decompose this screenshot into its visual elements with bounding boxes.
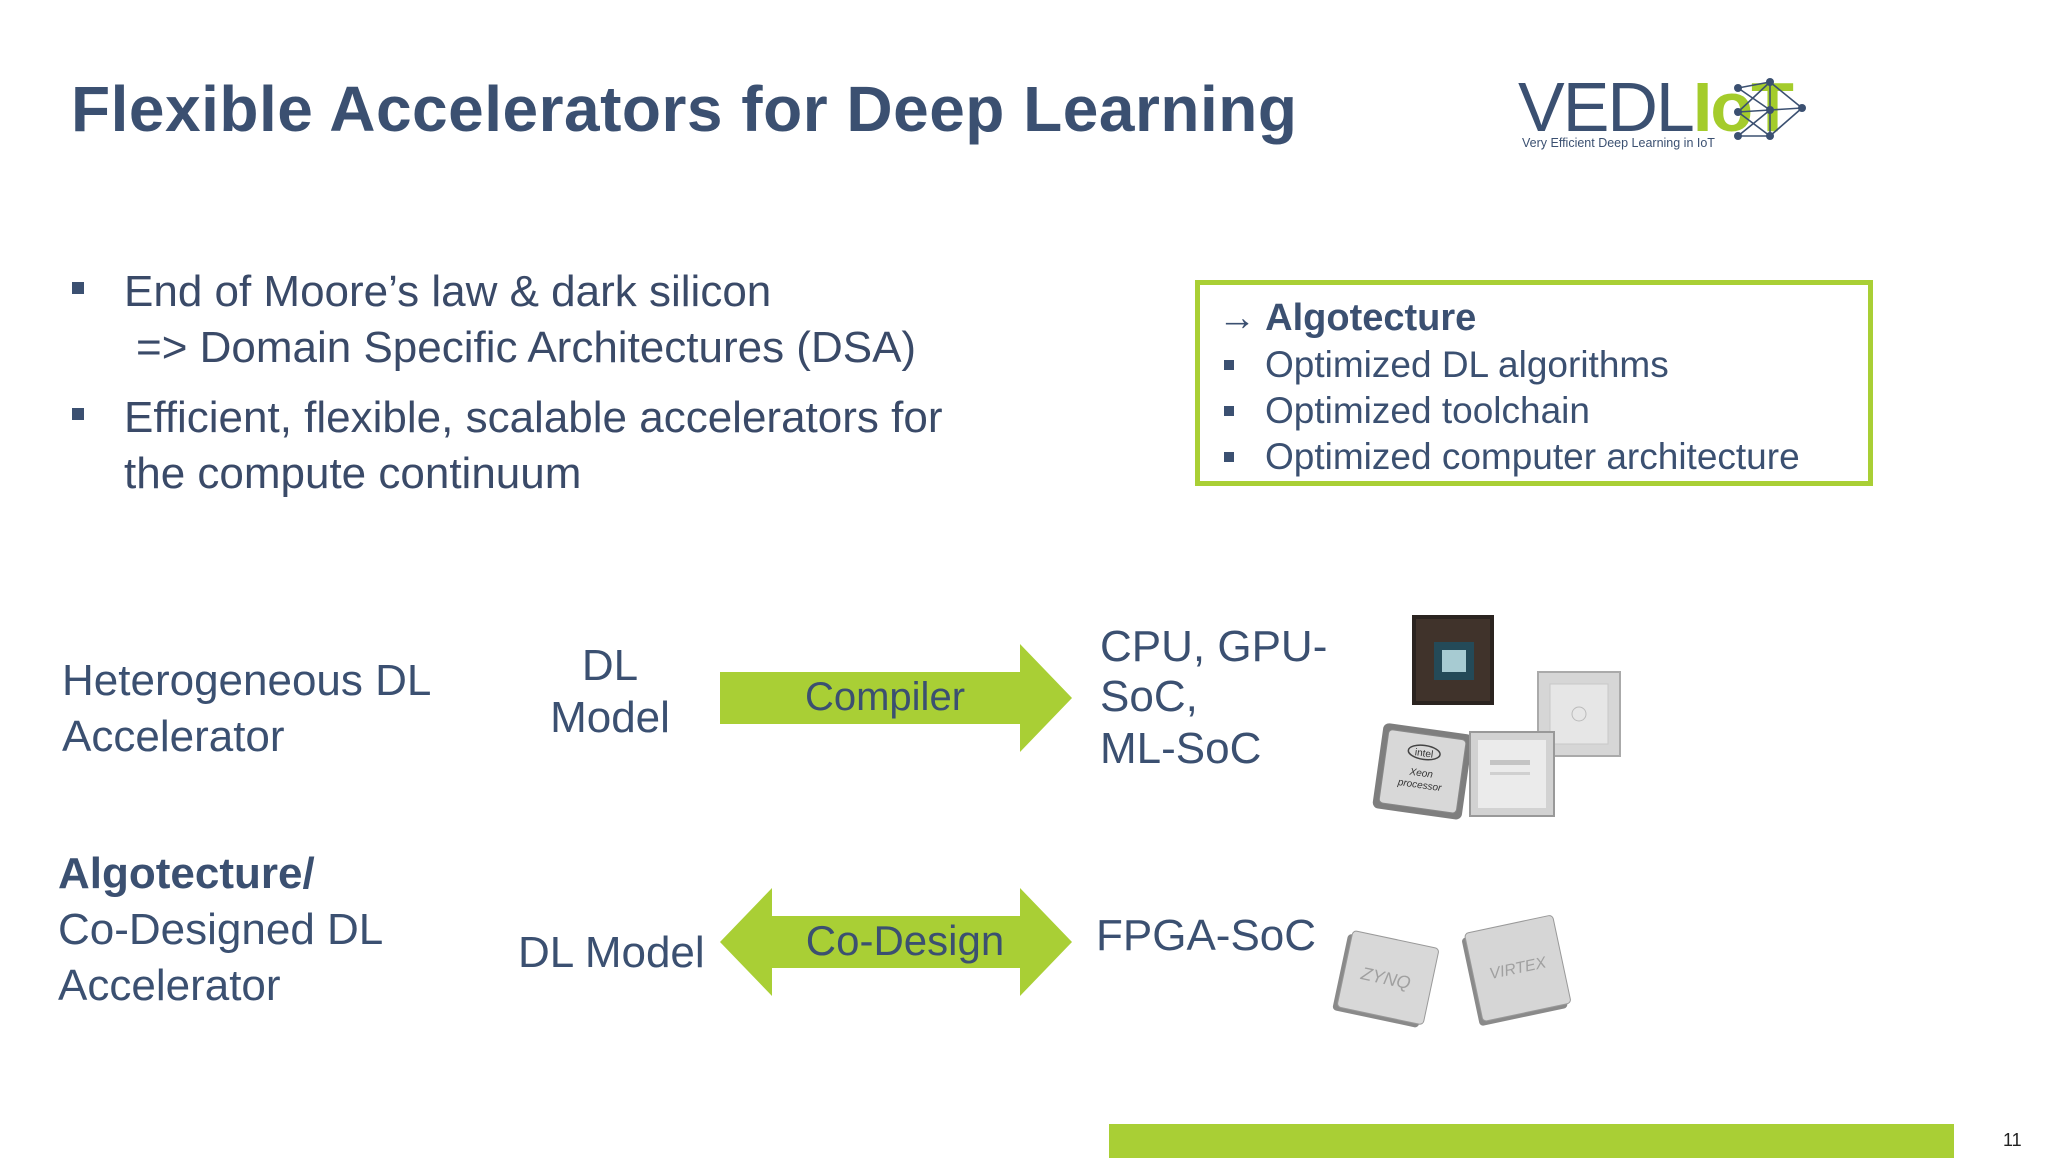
compiler-arrow xyxy=(720,644,1072,752)
algotecture-heading: Algotecture xyxy=(1265,297,1477,339)
row1-model-line-1: DL xyxy=(581,641,639,690)
row2-label-line-3: Accelerator xyxy=(58,961,281,1010)
row2-label-line-2: Co-Designed DL xyxy=(58,905,384,954)
codesign-label: Co-Design xyxy=(805,917,1005,964)
bullet-square-icon xyxy=(72,408,84,420)
arrow-right-icon: → xyxy=(1218,297,1256,339)
row2-label-line-1: Algotecture/ xyxy=(58,849,315,898)
algotecture-box: → Algotecture Optimized DL algorithms Op… xyxy=(1195,280,1873,486)
row1-target-line-2: SoC, xyxy=(1100,672,1198,721)
codesign-double-arrow xyxy=(720,888,1072,996)
vedliot-logo: VEDLIoT Very Efficient Deep Learning in … xyxy=(1518,66,1808,158)
bullet-2-line-1: Efficient, flexible, scalable accelerato… xyxy=(124,393,943,442)
row2-model: DL Model xyxy=(518,928,705,977)
algotecture-item: Optimized toolchain xyxy=(1265,390,1590,431)
processor-chips-image: intel Xeon processor xyxy=(1372,615,1621,820)
virtex-chip: VIRTEX xyxy=(1462,915,1571,1026)
bullet-1-line-2: => Domain Specific Architectures (DSA) xyxy=(136,323,917,372)
algotecture-item: Optimized DL algorithms xyxy=(1265,344,1669,385)
row1-model-line-2: Model xyxy=(550,693,670,742)
slide-number: 11 xyxy=(2003,1130,2022,1150)
compiler-label: Compiler xyxy=(804,675,966,719)
bullet-square-icon xyxy=(1224,406,1234,416)
row2-target: FPGA-SoC xyxy=(1096,911,1317,960)
bullet-square-icon xyxy=(72,282,84,294)
bullet-square-icon xyxy=(1224,360,1234,370)
gpu-module-chip xyxy=(1412,615,1494,705)
xeon-text: Xeon xyxy=(1408,767,1434,781)
fpga-chips-image: ZYNQ VIRTEX xyxy=(1332,915,1571,1028)
row1-label-line-1: Heterogeneous DL xyxy=(62,656,432,705)
algotecture-item: Optimized computer architecture xyxy=(1265,436,1800,477)
intel-text: intel xyxy=(1414,747,1434,760)
intel-xeon-chip: intel Xeon processor xyxy=(1372,723,1473,820)
silver-chip-2 xyxy=(1469,731,1555,817)
logo-tagline: Very Efficient Deep Learning in IoT xyxy=(1522,136,1715,150)
zynq-chip: ZYNQ xyxy=(1332,930,1439,1028)
neural-network-icon xyxy=(1734,78,1806,140)
bullet-2-line-2: the compute continuum xyxy=(124,449,582,498)
row1-label-line-2: Accelerator xyxy=(62,712,285,761)
row1-target-line-3: ML-SoC xyxy=(1100,724,1262,773)
footer-accent-bar xyxy=(1109,1124,1954,1158)
bullet-square-icon xyxy=(1224,452,1234,462)
slide-title: Flexible Accelerators for Deep Learning xyxy=(71,73,1298,145)
bullet-1-line-1: End of Moore’s law & dark silicon xyxy=(124,267,772,316)
logo-text-main: VEDL xyxy=(1518,68,1695,146)
row1-target-line-1: CPU, GPU- xyxy=(1100,622,1328,671)
